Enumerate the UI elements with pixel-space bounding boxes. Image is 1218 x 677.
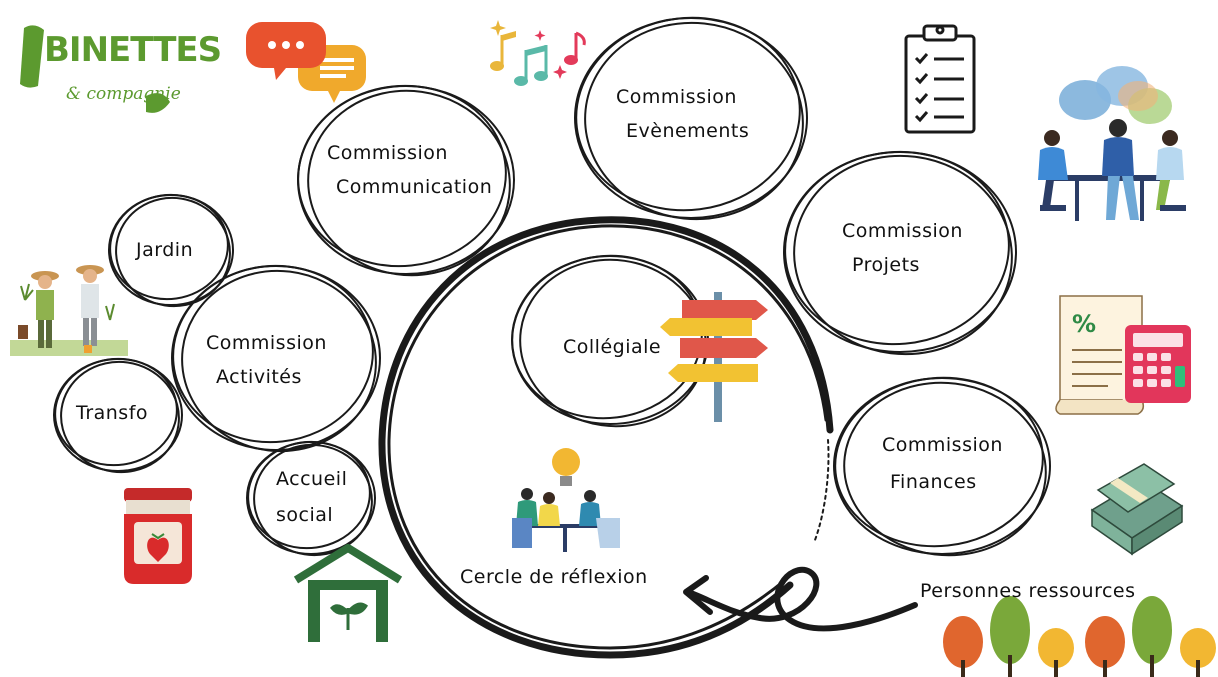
bubble-communication	[297, 84, 515, 277]
evenements-line1: Commission	[616, 86, 737, 108]
activites-line1: Commission	[206, 332, 327, 354]
accueil-line1: Accueil	[276, 468, 348, 490]
bubble-evenements	[574, 16, 808, 221]
trees-icon	[943, 596, 1216, 677]
clipboard-checklist-icon	[904, 24, 976, 134]
bubble-jardin	[108, 193, 234, 308]
resources-arrow	[683, 566, 918, 632]
bubble-activites	[171, 264, 381, 453]
greenhouse-icon	[293, 544, 403, 642]
logo-leaf-icon	[20, 25, 170, 113]
collegiale-label: Collégiale	[563, 336, 662, 358]
jardin-label: Jardin	[136, 239, 194, 261]
finances-line1: Commission	[882, 434, 1003, 456]
lightbulb-team-icon	[512, 448, 620, 552]
logo-title: BINETTES	[44, 30, 222, 70]
bubble-projets	[783, 150, 1017, 356]
svg-text:%: %	[1072, 310, 1096, 338]
team-discussion-icon	[1038, 66, 1186, 221]
gardeners-icon	[10, 265, 128, 356]
bubble-accueil	[246, 440, 376, 557]
central-cycle-circle	[378, 216, 834, 659]
logo-subtitle: & compagnie	[66, 84, 181, 104]
resources-label: Personnes ressources	[920, 580, 1136, 602]
activites-line2: Activités	[216, 366, 302, 388]
center-label: Cercle de réflexion	[460, 566, 648, 588]
invoice-calculator-icon: %	[1055, 295, 1191, 415]
money-stack-icon	[1090, 463, 1184, 556]
accueil-line2: social	[276, 504, 334, 526]
projets-line1: Commission	[842, 220, 963, 242]
transfo-label: Transfo	[76, 402, 149, 424]
projets-line2: Projets	[852, 254, 920, 276]
music-notes-icon	[490, 20, 586, 86]
communication-line1: Commission	[327, 142, 448, 164]
jam-jar-icon	[124, 488, 192, 584]
signpost-icon	[660, 292, 768, 422]
bubble-finances	[833, 376, 1051, 557]
bubble-transfo	[53, 357, 183, 474]
evenements-line2: Evènements	[626, 120, 750, 142]
communication-line2: Communication	[336, 176, 493, 198]
speech-bubbles-icon	[246, 22, 366, 103]
finances-line2: Finances	[890, 471, 977, 493]
